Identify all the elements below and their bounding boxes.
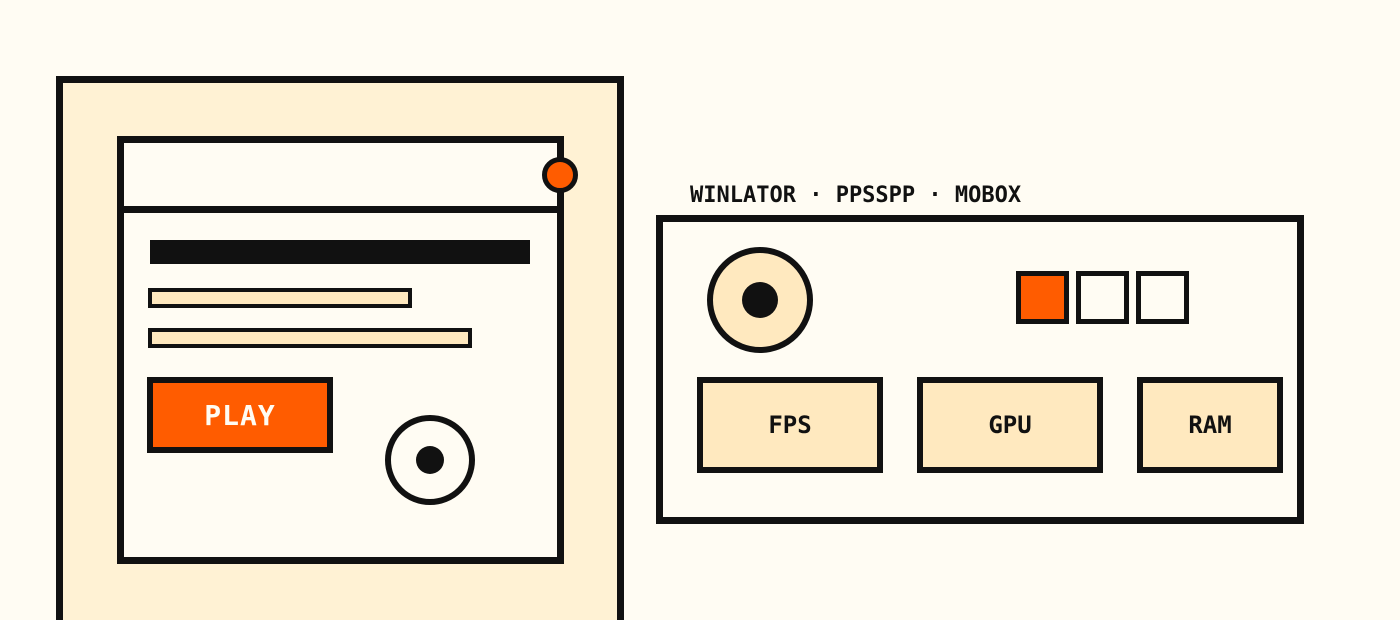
gpu-button[interactable]: GPU	[917, 377, 1103, 473]
text-placeholder-line	[148, 328, 472, 348]
emulator-list-caption: WINLATOR · PPSSPP · MOBOX	[690, 183, 1022, 208]
analog-stick-knob	[742, 282, 778, 318]
joystick-icon[interactable]	[385, 415, 475, 505]
phone-screen	[117, 136, 564, 564]
screen-header	[124, 143, 557, 213]
slot-toggle-3[interactable]	[1136, 271, 1189, 324]
slot-toggle-2[interactable]	[1076, 271, 1129, 324]
ram-button[interactable]: RAM	[1137, 377, 1283, 473]
analog-stick-icon[interactable]	[707, 247, 813, 353]
slot-toggle-1[interactable]	[1016, 271, 1069, 324]
title-placeholder-bar	[150, 240, 530, 264]
fps-button[interactable]: FPS	[697, 377, 883, 473]
notification-dot-icon	[542, 157, 578, 193]
play-button[interactable]: PLAY	[147, 377, 333, 453]
joystick-knob	[416, 446, 444, 474]
text-placeholder-line	[148, 288, 412, 308]
